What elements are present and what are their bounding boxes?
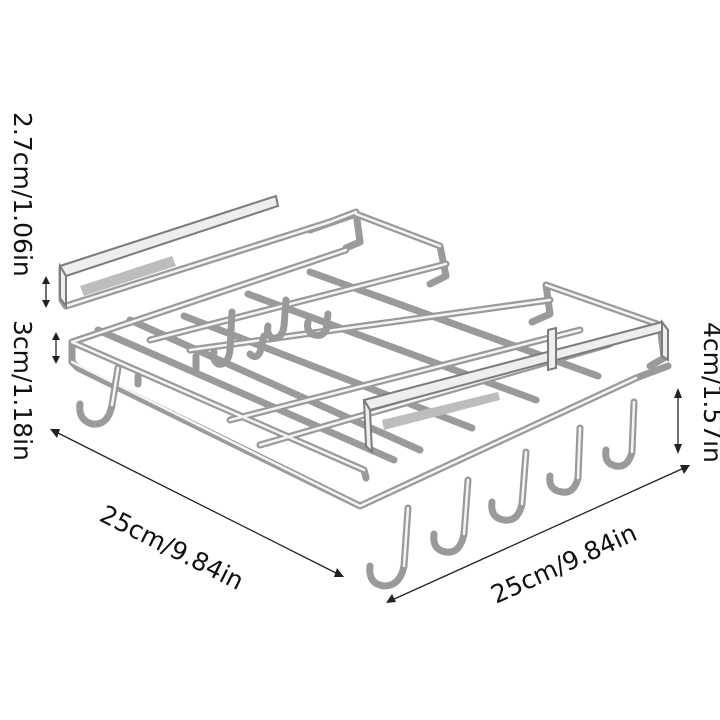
dim-hook-length: 4cm/1.57in <box>698 322 720 463</box>
dim-width-right: 25cm/9.84in <box>486 518 641 609</box>
dim-height-top: 2.7cm/1.06in <box>8 112 37 277</box>
lower-frame-wires <box>68 246 672 510</box>
hooks <box>76 296 638 590</box>
dimension-arrows <box>42 276 690 603</box>
front-right-plate <box>362 319 670 455</box>
dim-height-lower: 3cm/1.18in <box>8 320 37 461</box>
dim-width-left: 25cm/9.84in <box>95 499 248 595</box>
left-top-plate <box>58 194 280 309</box>
under-cabinet-mug-rack <box>58 194 672 590</box>
